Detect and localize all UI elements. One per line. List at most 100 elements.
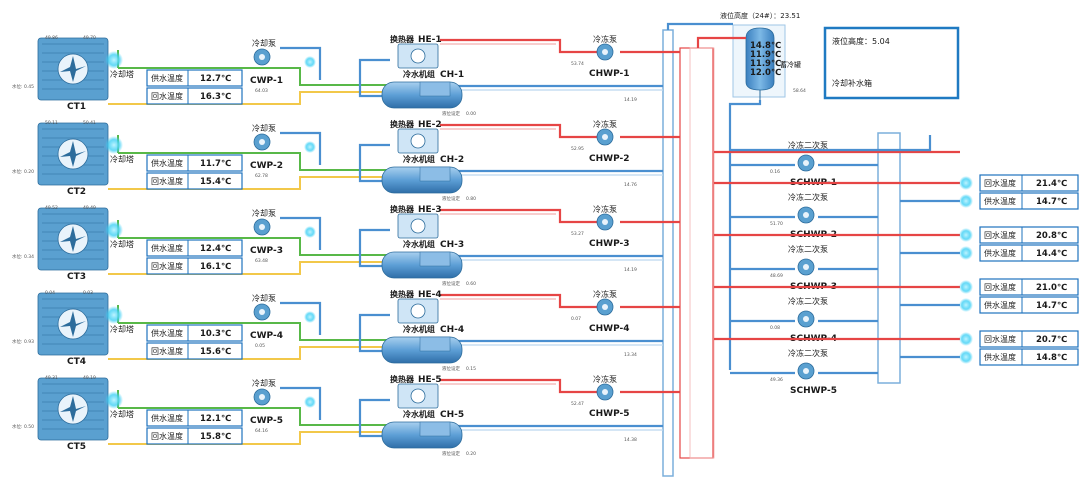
chw-pump-title: 冷冻泵 bbox=[593, 374, 617, 384]
cooling-tower-id: CT5 bbox=[67, 442, 86, 452]
schw-pump-freq: 49.36 bbox=[770, 377, 783, 383]
he-prefix-label: 换热器 bbox=[390, 374, 415, 384]
fan-speed-a: 50.11 bbox=[45, 120, 58, 126]
return-temp-reading: 14.19 bbox=[624, 97, 637, 103]
chiller-prefix-label: 冷水机组 bbox=[403, 324, 435, 334]
branch-return-value: 20.7℃ bbox=[1036, 335, 1067, 345]
flow-glow-icon bbox=[105, 221, 123, 239]
branch-supply-box bbox=[979, 192, 1079, 210]
cw-flow-glow-icon bbox=[304, 226, 316, 238]
chiller-id: CH-5 bbox=[440, 410, 464, 420]
chiller-load-value: 0.00 bbox=[466, 111, 476, 117]
load-branch-2: 回水温度 20.8℃ 供水温度 14.4℃ bbox=[714, 226, 1079, 262]
heat-exchanger-id: HE-4 bbox=[418, 290, 442, 300]
fan-speed-b: 49.19 bbox=[83, 375, 96, 381]
cw-pump-hub-icon bbox=[259, 224, 265, 230]
return-temp-value: 15.8℃ bbox=[200, 432, 231, 442]
return-flow-glow-icon bbox=[959, 176, 973, 190]
cw-pump-id: CWP-4 bbox=[250, 331, 283, 341]
schw-pump-freq: 0.08 bbox=[770, 325, 780, 331]
fan-blade-icon bbox=[60, 311, 86, 337]
cw-pump-title: 冷却泵 bbox=[252, 38, 276, 48]
chiller-prefix-label: 冷水机组 bbox=[403, 154, 435, 164]
chiller-load-value: 0.20 bbox=[466, 451, 476, 457]
supply-flow-glow-icon bbox=[959, 298, 973, 312]
chw-pump-title: 冷冻泵 bbox=[593, 289, 617, 299]
cooling-tower[interactable] bbox=[37, 377, 123, 441]
chiller-id: CH-2 bbox=[440, 155, 464, 165]
cooling-tower[interactable] bbox=[37, 207, 123, 271]
return-flow-glow-icon bbox=[959, 228, 973, 242]
he-rotor-icon bbox=[410, 303, 426, 319]
chw-pump-freq: 0.07 bbox=[571, 316, 581, 322]
branch-supply-value: 14.4℃ bbox=[1036, 249, 1067, 259]
branch-supply-label: 供水温度 bbox=[984, 300, 1016, 310]
makeup-level-text: 液位高度：5.04 bbox=[832, 36, 890, 46]
chw-pump-title: 冷冻泵 bbox=[593, 119, 617, 129]
chiller-prefix-label: 冷水机组 bbox=[403, 69, 435, 79]
chiller-id: CH-3 bbox=[440, 240, 464, 250]
supply-flow-glow-icon bbox=[959, 246, 973, 260]
branch-return-box bbox=[979, 174, 1079, 192]
return-temp-reading: 14.19 bbox=[624, 267, 637, 273]
tank-name: 蓄冷罐 bbox=[780, 60, 801, 69]
branch-return-label: 回水温度 bbox=[984, 178, 1016, 188]
cw-flow-glow-icon bbox=[304, 396, 316, 408]
schw-pump-hub-icon bbox=[803, 264, 809, 270]
chiller-load-label: 液位设定 bbox=[442, 450, 460, 457]
schw-pump-title: 冷冻二次泵 bbox=[788, 140, 828, 150]
fan-speed-b: 49.49 bbox=[83, 205, 96, 211]
chiller-load-label: 液位设定 bbox=[442, 280, 460, 287]
return-temp-label: 回水温度 bbox=[151, 91, 183, 101]
supply-temp-box bbox=[146, 69, 243, 87]
branch-return-value: 21.0℃ bbox=[1036, 283, 1067, 293]
cwp-outlet-pipe bbox=[280, 46, 322, 80]
cw-flow-glow-icon bbox=[304, 56, 316, 68]
storage-tank-group: 液位高度（24#）：23.51 14.8℃ 11.9℃ 11.9℃ 12.0℃ … bbox=[720, 11, 806, 100]
return-temp-box bbox=[146, 257, 243, 275]
branch-supply-label: 供水温度 bbox=[984, 196, 1016, 206]
chiller-id: CH-1 bbox=[440, 70, 464, 80]
chiller-compressor-icon bbox=[419, 336, 451, 352]
branch-supply-label: 供水温度 bbox=[984, 248, 1016, 258]
cooling-tower-label: 冷却塔 bbox=[110, 69, 134, 79]
supply-temp-label: 供水温度 bbox=[151, 328, 183, 338]
return-temp-box bbox=[146, 87, 243, 105]
return-temp-box bbox=[146, 172, 243, 190]
schw-pump-hub-icon bbox=[803, 160, 809, 166]
cooling-tower[interactable] bbox=[37, 292, 123, 356]
makeup-panel-title: 冷却补水箱 bbox=[832, 78, 872, 88]
he-prefix-label: 换热器 bbox=[390, 289, 415, 299]
chw-pump-id: CHWP-2 bbox=[589, 154, 630, 164]
branch-return-label: 回水温度 bbox=[984, 334, 1016, 344]
chw-pump-title: 冷冻泵 bbox=[593, 204, 617, 214]
cw-pump-freq: 62.78 bbox=[255, 173, 268, 179]
fan-blade-icon bbox=[60, 56, 86, 82]
fan-blade-icon bbox=[60, 226, 86, 252]
cw-pump-id: CWP-5 bbox=[250, 416, 283, 426]
branch-return-value: 20.8℃ bbox=[1036, 231, 1067, 241]
cwp-outlet-pipe bbox=[280, 216, 322, 250]
supply-temp-value: 12.1℃ bbox=[200, 414, 231, 424]
branch-return-box bbox=[979, 330, 1079, 348]
return-temp-value: 16.3℃ bbox=[200, 92, 231, 102]
schw-pump-freq: 0.16 bbox=[770, 169, 780, 175]
branch-return-label: 回水温度 bbox=[984, 230, 1016, 240]
schw-pump-title: 冷冻二次泵 bbox=[788, 192, 828, 202]
cwp-outlet-pipe bbox=[280, 131, 322, 165]
fan-speed-a: 49.86 bbox=[45, 35, 58, 41]
he-bypass-pipe bbox=[358, 398, 390, 438]
fan-speed-b: 49.70 bbox=[83, 35, 96, 41]
cooling-tower[interactable] bbox=[37, 122, 123, 186]
heat-exchanger-id: HE-2 bbox=[418, 120, 442, 130]
cooling-tower[interactable] bbox=[37, 37, 123, 101]
cw-pump-id: CWP-2 bbox=[250, 161, 283, 171]
tank-level-title: 液位高度（24#）：23.51 bbox=[720, 11, 800, 20]
supply-temp-label: 供水温度 bbox=[151, 73, 183, 83]
schw-pump-id: SCHWP-5 bbox=[790, 386, 837, 396]
chw-pump-id: CHWP-1 bbox=[589, 69, 630, 79]
branch-return-value: 21.4℃ bbox=[1036, 179, 1067, 189]
